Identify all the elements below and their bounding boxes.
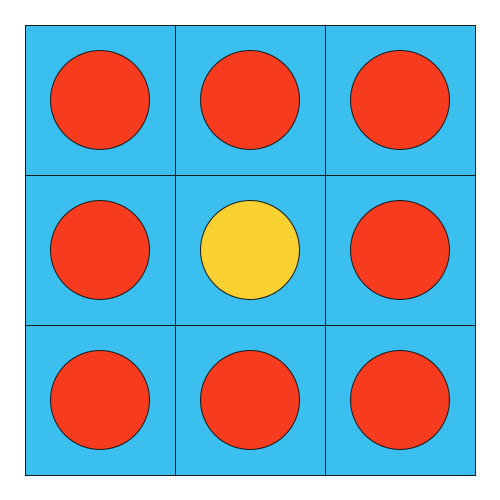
board-cell-r1-c3[interactable]: [324, 24, 476, 176]
red-piece: [50, 50, 150, 150]
red-piece: [200, 350, 300, 450]
red-piece: [350, 200, 450, 300]
game-board: [24, 24, 476, 476]
board-cell-r2-c1[interactable]: [24, 174, 176, 326]
red-piece: [50, 350, 150, 450]
red-piece: [350, 350, 450, 450]
board-cell-r3-c1[interactable]: [24, 324, 176, 476]
red-piece: [200, 50, 300, 150]
board-cell-r2-c2[interactable]: [174, 174, 326, 326]
board-cell-r1-c2[interactable]: [174, 24, 326, 176]
red-piece: [50, 200, 150, 300]
red-piece: [350, 50, 450, 150]
board-cell-r3-c2[interactable]: [174, 324, 326, 476]
board-cell-r3-c3[interactable]: [324, 324, 476, 476]
yellow-piece: [200, 200, 300, 300]
board-cell-r1-c1[interactable]: [24, 24, 176, 176]
board-cell-r2-c3[interactable]: [324, 174, 476, 326]
